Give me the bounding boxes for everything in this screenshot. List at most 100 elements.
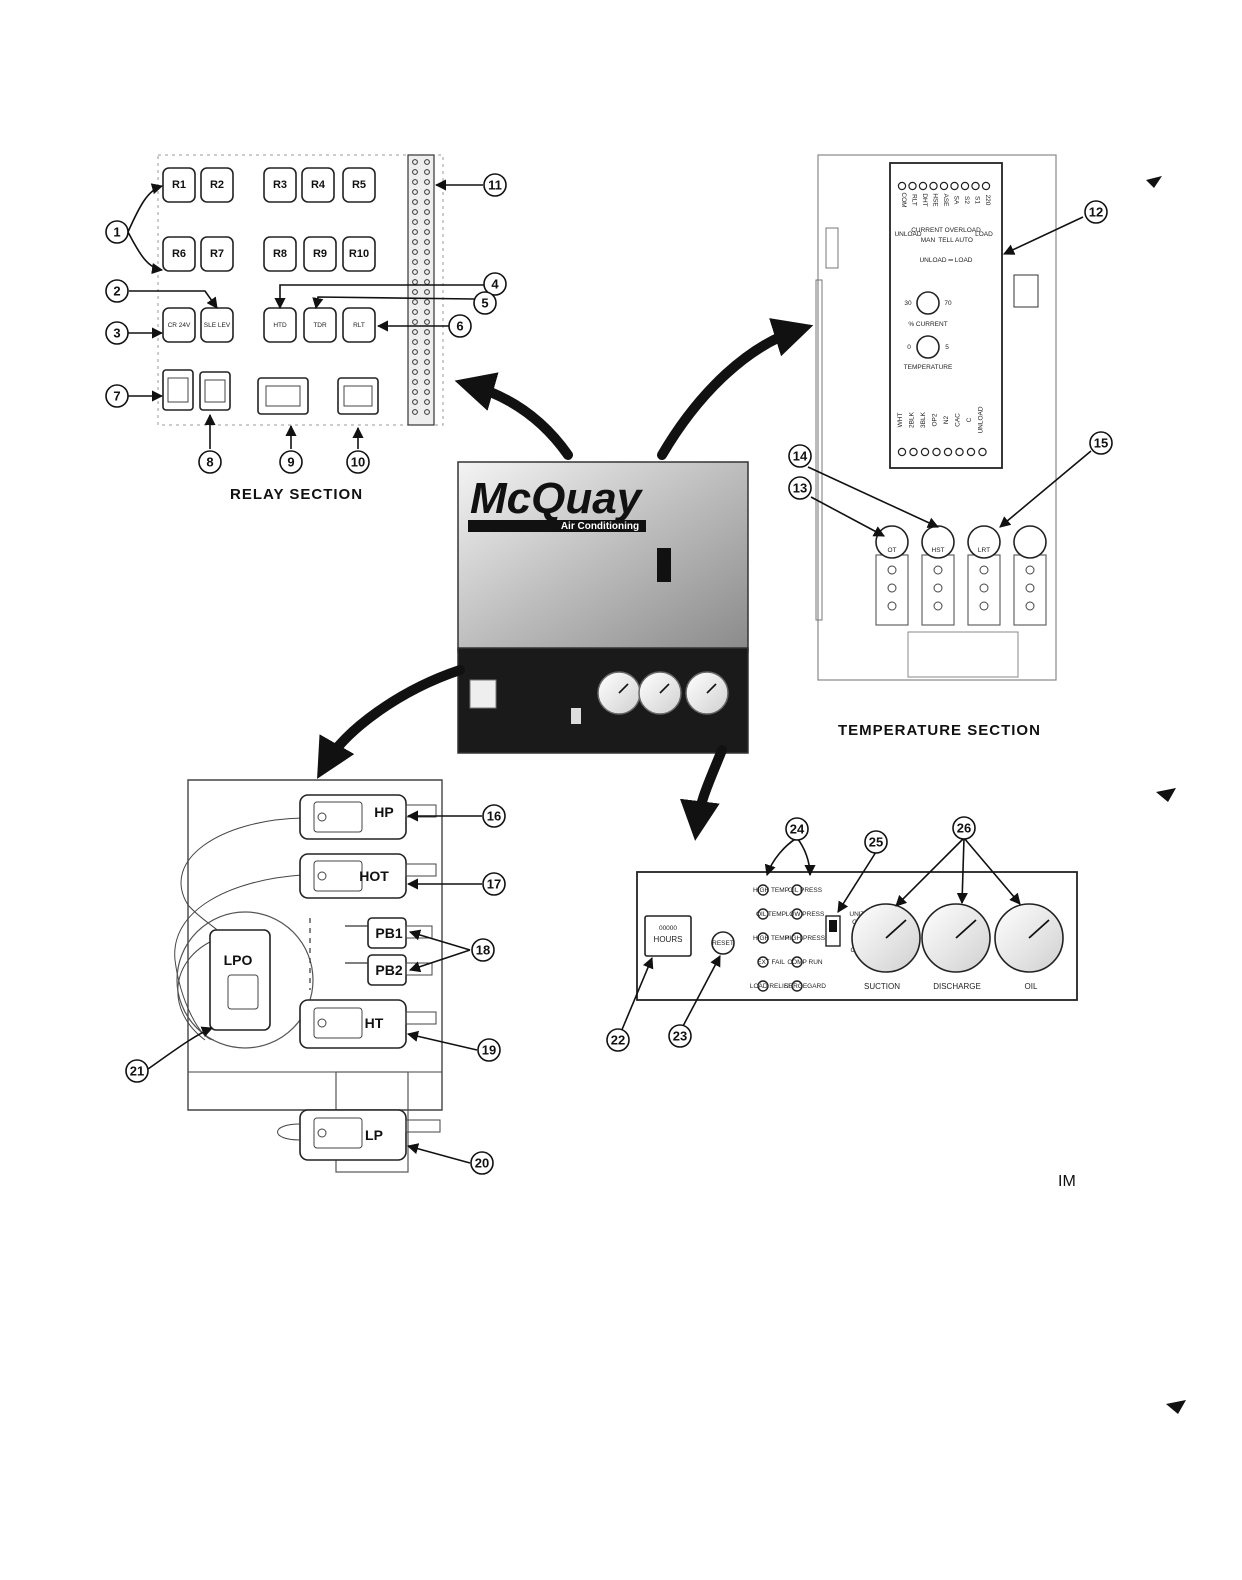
board-terminal-top [971,181,980,191]
margin-mark-1 [1146,176,1162,188]
terminal-screw [412,249,418,255]
callout-22: 22 [606,1028,630,1052]
terminal-screw [424,229,430,235]
board-terminal-bottom [943,447,953,457]
sensor-dial [967,525,1001,559]
board-terminal-bottom [920,447,930,457]
callout-11: 11 [483,173,507,197]
board-terminal-top-label: 220 [984,195,991,206]
terminal-screw [424,349,430,355]
gauge-oil-label: OIL [1025,982,1038,991]
pushbutton-pb2[interactable]: PB2 [345,954,407,986]
pilot-light-label: EXT FAIL [757,959,785,966]
relay-r7 [200,236,234,272]
callout-5-text: 5 [481,296,488,311]
margin-mark-3 [1166,1400,1186,1414]
panel-switch [571,708,581,724]
callout-13: 13 [788,476,812,500]
gauge-discharge: DISCHARGE [921,903,991,991]
callout-19: 19 [477,1038,501,1062]
terminal-screw [412,179,418,185]
reset-button[interactable]: RESET [711,931,735,955]
board-terminal-top-label: RLT [911,194,918,206]
pilot-light-label: OIL TEMP [756,911,786,918]
terminal-screw [424,239,430,245]
sensor-screw [933,565,943,575]
terminal-screw [424,189,430,195]
callout-26: 26 [952,816,976,840]
board-terminal-bottom-label: 3BLK [920,411,927,428]
fuse-block [162,369,194,411]
pushbutton-pb1[interactable]: PB1 [345,917,407,949]
callout-21-text: 21 [130,1064,144,1079]
arrow-to-front-panel [680,745,727,841]
board-terminal-top [897,181,907,191]
temperature-knob-label: TEMPERATURE [904,364,953,371]
arrow-to-relay [454,372,573,460]
callout-1-text: 1 [113,225,120,240]
callout-3: 3 [105,321,129,345]
callout-17: 17 [482,872,506,896]
brand-bar [468,520,646,532]
callout-4-text: 4 [491,277,499,292]
terminal-screw [412,159,418,165]
pilot-light-label: LOW PRESS [786,911,825,918]
terminal-screw [412,239,418,245]
terminal-screw [412,299,418,305]
board-terminal-bottom [932,447,941,457]
terminal-screw [424,379,430,385]
board-terminal-bottom-label: C [966,417,973,422]
margin-mark-2 [1156,788,1176,802]
current-knob-label: % CURRENT [908,321,947,328]
relay-r3 [263,167,297,203]
switch-lpo: LPO [209,929,271,1031]
relay-rlt [342,307,376,343]
callout-14: 14 [788,444,812,468]
terminal-screw [424,169,430,175]
terminal-screw [412,259,418,265]
relay-tdr-label: TDR [313,322,327,329]
pilot-light [757,908,769,920]
callout-6: 6 [448,314,472,338]
board-terminal-bottom-label: 2BLK [909,411,916,428]
sensor-screw [979,565,989,575]
relay-r2-label: R2 [210,179,224,191]
terminal-screw [412,349,418,355]
pilot-light [791,980,803,992]
callout-20: 20 [470,1151,494,1175]
board-terminal-bottom [966,447,976,457]
control-relay-label: CR 24V [168,322,191,329]
pilot-light-label: OIL PRESS [788,887,823,894]
board-current-overload-label: CURRENT OVERLOAD [911,227,981,234]
board-terminal-top [918,181,928,191]
pilot-light [757,980,769,992]
gauge-suction: SUCTION [851,903,921,991]
pilot-light [791,932,803,944]
pilot-light [757,884,769,896]
switch-ht-label: HT [365,1015,384,1031]
sensor-label: OT [887,547,896,554]
relay-r9-label: R9 [313,248,327,260]
relay-section: R1 R2 R3 R4 R5 R6 R7 R8 R9 R10 CR 24V [157,154,444,503]
terminal-screw [412,289,418,295]
relay-r5-label: R5 [352,179,366,191]
solenoid-relay-label: SLE LEV [204,322,231,329]
terminal-screw [412,199,418,205]
terminal-screw [424,159,430,165]
current-knob[interactable] [916,291,940,315]
temperature-knob[interactable] [916,335,940,359]
board-terminal-bottom [978,447,987,457]
callout-24: 24 [785,817,809,841]
relay-r8-label: R8 [273,248,287,260]
terminal-screw [412,399,418,405]
gauge-discharge-label: DISCHARGE [933,982,981,991]
terminal-screw [412,209,418,215]
terminal-screw [412,269,418,275]
board-auto-label: AUTO [955,237,973,244]
panel-window [657,548,671,582]
terminal-screw [424,409,430,415]
switch-hot-label: HOT [359,868,389,884]
leader-lines [127,179,1092,1164]
